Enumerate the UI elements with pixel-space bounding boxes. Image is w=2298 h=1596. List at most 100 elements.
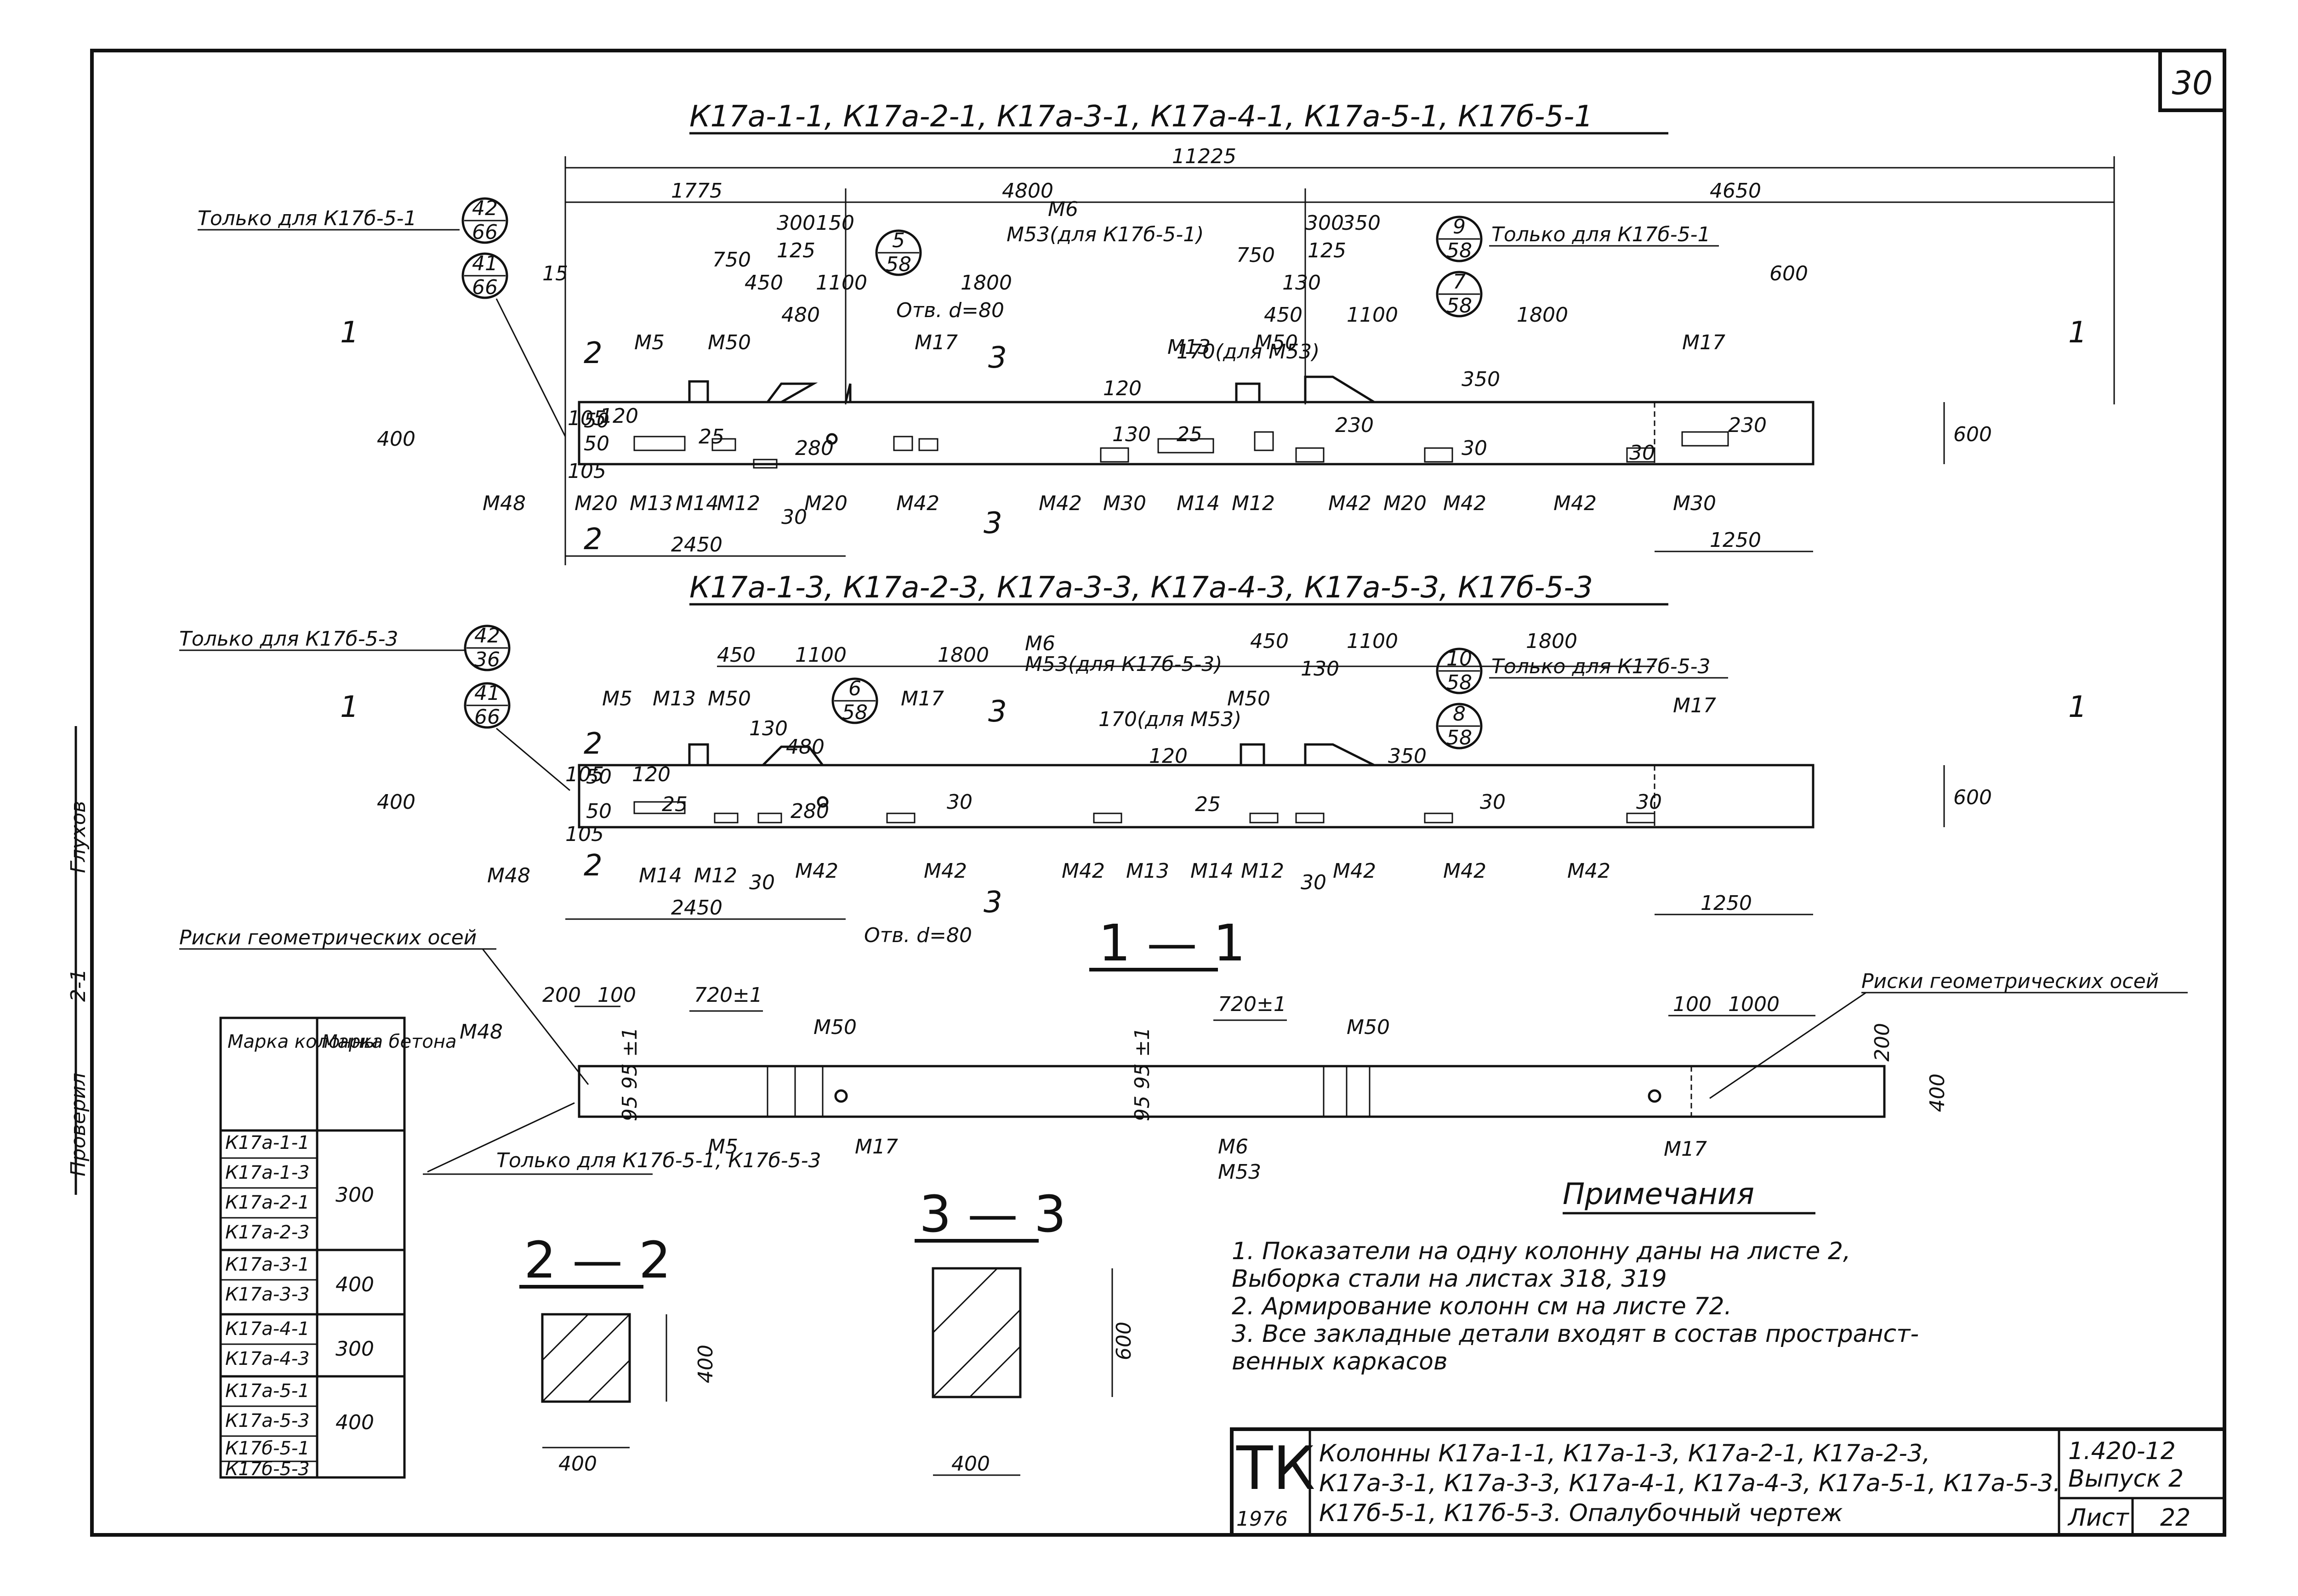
dim-b-450: 450: [717, 643, 756, 667]
table-mark-12: К17б-5-3: [225, 1459, 310, 1480]
section-3-3-h: 600: [1112, 1322, 1136, 1360]
dim-a-125: 125: [777, 239, 815, 262]
circle-a3-bottom: 58: [886, 253, 911, 276]
dim-b-105: 105: [565, 763, 604, 786]
top-mark-a-5: М50: [1255, 331, 1298, 354]
dim-a-30b: 30: [1629, 441, 1655, 465]
bottom-mark-a-14: М42: [1443, 492, 1486, 515]
circle-b3-top: 6: [848, 677, 861, 700]
stamp-title-2: К17а-3-1, К17а-3-3, К17а-4-1, К17а-4-3, …: [1319, 1470, 2061, 1497]
section-a-2-bottom: 2: [584, 523, 603, 557]
dim-a-4800: 4800: [1002, 179, 1053, 203]
circle-a3-top: 5: [892, 229, 905, 252]
top-mark-a-2: М50: [708, 331, 751, 354]
elevation-a-title: К17а-1-1, К17а-2-1, К17а-3-1, К17а-4-1, …: [689, 100, 1593, 134]
table-concrete-3: 300: [336, 1337, 374, 1361]
bottom-mark-a-5: М12: [717, 492, 760, 515]
dim-b-170: 170(для М53): [1098, 708, 1241, 731]
table-concrete-2: 400: [336, 1273, 374, 1296]
circle-a4-top: 9: [1453, 215, 1466, 239]
bottom-mark-a-12: М42: [1328, 492, 1371, 515]
width-a: 400: [377, 427, 415, 451]
notes-title: Примечания: [1563, 1177, 1754, 1211]
top-mark-b-1: М5: [602, 687, 632, 710]
section-2-2: 2 — 2 400 400: [519, 1231, 717, 1476]
bottom-mark-b-5: М42: [924, 859, 967, 883]
elevation-a-only-for: Только для К17б-5-1: [198, 207, 416, 230]
bottom-mark-a-16: М30: [1673, 492, 1716, 515]
note-line-3: 2. Армирование колонн см на листе 72.: [1232, 1293, 1732, 1320]
concrete-table: Марка колонны Марка бетона К17а-1-1 К17а…: [219, 1017, 457, 1480]
top-mark-b-6: М17: [1673, 694, 1716, 717]
section-2-2-title: 2 — 2: [524, 1231, 671, 1289]
dim-a-1775: 1775: [671, 179, 722, 203]
plan-dim-720a: 720±1: [694, 983, 762, 1007]
circle-a1-top: 42: [472, 197, 498, 220]
stamp-sheet: 22: [2160, 1504, 2190, 1532]
circle-a4-bottom: 58: [1446, 239, 1472, 262]
dim-a-750: 750: [712, 248, 751, 272]
plan-mark-m17a: М17: [855, 1135, 898, 1159]
top-mark-a-4: М13: [1167, 335, 1211, 359]
top-mark-a-6: М17: [1682, 331, 1725, 354]
dim-b-450b: 450: [1250, 630, 1289, 653]
bottom-mark-a-7: М42: [896, 492, 939, 515]
bottom-mark-a-1: М48: [483, 492, 526, 515]
dim-b-25: 25: [662, 793, 688, 816]
dim-a-1100b: 1100: [1347, 303, 1398, 327]
dim-b-50: 50: [586, 765, 612, 789]
note-line-2: Выборка стали на листах 318, 319: [1232, 1265, 1667, 1293]
bottom-mark-b-2: М14: [639, 864, 682, 887]
dim-b-30d: 30: [1480, 790, 1506, 814]
top-mark-a-1: М5: [634, 331, 665, 354]
dim-a-25: 25: [699, 425, 724, 449]
bottom-mark-b-12: М42: [1567, 859, 1610, 883]
plan-only-for: Только для К17б-5-1, К17б-5-3: [496, 1149, 821, 1172]
left-margin: Глухов 2-1 Проверил: [67, 726, 90, 1195]
circle-b1-bottom: 36: [474, 648, 500, 671]
margin-text-1: Глухов: [67, 801, 90, 873]
bottom-mark-b-10: М42: [1333, 859, 1376, 883]
plan-dim-720b: 720±1: [1218, 993, 1286, 1016]
bottom-dim-a-1: 2450: [671, 533, 722, 557]
dim-a-230: 230: [1335, 414, 1374, 437]
table-mark-3: К17а-2-1: [225, 1192, 310, 1213]
stamp-year: 1976: [1236, 1507, 1288, 1531]
hole-b: Отв. d=80: [864, 924, 972, 947]
dim-b-120b: 120: [632, 763, 671, 786]
circle-b4-bottom: 58: [1446, 671, 1472, 694]
dim-a-300b: 300: [1305, 211, 1344, 235]
section-b-1-left: 1: [340, 690, 359, 724]
dim-a-350: 350: [1342, 211, 1381, 235]
plan-mark-m53: М53: [1218, 1160, 1261, 1184]
dim-a-130: 130: [1282, 271, 1321, 295]
table-mark-9: К17а-5-1: [225, 1380, 310, 1402]
bottom-mark-b-8: М14: [1190, 859, 1234, 883]
plan-dim-200: 200: [542, 983, 581, 1007]
hole-a: Отв. d=80: [896, 299, 1004, 322]
only-for-right-b: Только для К17б-5-3: [1491, 655, 1710, 678]
plan-dim-100: 100: [597, 983, 636, 1007]
stamp-code: 1.420-12: [2068, 1437, 2176, 1465]
plan-mark-m5: М5: [708, 1135, 738, 1159]
section-1-1: 1 — 1 Риски геометрических осей Риски ге…: [179, 914, 2188, 1184]
plan-mark-m50a: М50: [813, 1016, 857, 1039]
bottom-mark-a-9: М30: [1103, 492, 1146, 515]
dim-a-1800: 1800: [961, 271, 1012, 295]
dim-a-170: 170(для М53): [1177, 340, 1320, 364]
dim-a-4650: 4650: [1710, 179, 1761, 203]
table-col1-header: Марка колонны: [228, 1031, 378, 1052]
dim-a-130b: 130: [1112, 423, 1151, 446]
m6-b: М6: [1025, 632, 1055, 655]
m53-b: М53(для К17б-5-3): [1025, 653, 1222, 676]
table-mark-5: К17а-3-1: [225, 1254, 310, 1275]
section-b-2-bottom: 2: [584, 849, 603, 883]
dim-a-450: 450: [745, 271, 783, 295]
circle-b4-top: 10: [1446, 647, 1472, 670]
circle-b5-top: 8: [1453, 702, 1466, 726]
height-b: 600: [1953, 786, 1992, 809]
table-col2-header: Марка бетона: [322, 1031, 457, 1052]
elevation-b-title: К17а-1-3, К17а-2-3, К17а-3-3, К17а-4-3, …: [689, 571, 1593, 605]
bottom-mark-b-4: М42: [795, 859, 838, 883]
